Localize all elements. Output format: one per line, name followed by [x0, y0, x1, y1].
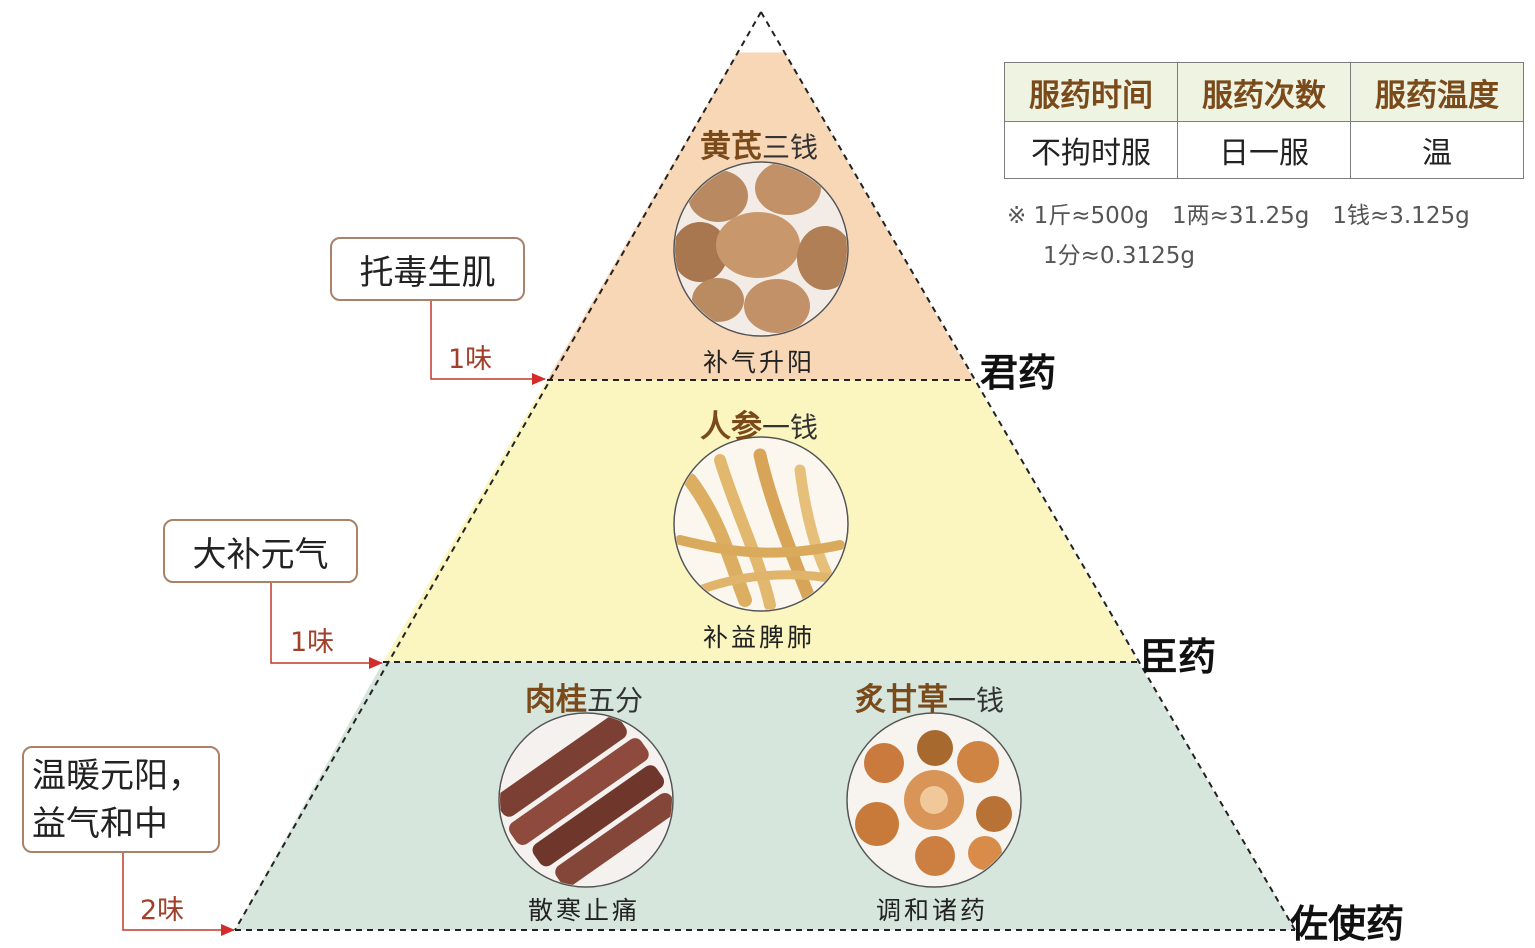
count-chen: 1味 [290, 627, 335, 658]
function-text-zuoshi-2: 益气和中 [32, 803, 168, 844]
herb-dose: 一钱 [948, 684, 1005, 717]
connector-zuoshi [122, 853, 235, 936]
connector-jun [430, 300, 546, 385]
herb-effect-rougui: 散寒止痛 [528, 896, 641, 925]
tier-band-zuoshi [235, 662, 1295, 930]
herb-title-rougui: 肉桂五分 [525, 674, 643, 719]
herb-title-renshen: 人参一钱 [700, 401, 818, 446]
table-cell: 温 [1350, 121, 1524, 179]
herb-title-zhigancao: 炙甘草一钱 [855, 674, 1004, 719]
function-text-zuoshi-1: 温暖元阳， [32, 755, 202, 796]
herb-effect-huangqi: 补气升阳 [703, 348, 816, 377]
count-jun: 1味 [448, 344, 493, 375]
table-cell: 日一服 [1177, 121, 1351, 179]
astragalus-slices-icon [673, 161, 849, 337]
function-box-chen: 大补元气 [163, 519, 358, 583]
table-header-cell: 服药温度 [1350, 62, 1524, 122]
herb-dose: 三钱 [762, 131, 819, 164]
count-zuoshi: 2味 [140, 895, 185, 926]
herb-effect-zhigancao: 调和诸药 [876, 896, 989, 925]
ginseng-roots-icon [673, 436, 849, 612]
function-box-zuoshi: 温暖元阳， 益气和中 [22, 746, 220, 853]
function-box-jun: 托毒生肌 [330, 237, 525, 301]
function-text-chen: 大补元气 [192, 534, 329, 575]
unit-note-line1: ※ 1斤≈500g 1两≈31.25g 1钱≈3.125g [1007, 203, 1470, 229]
herb-title-huangqi: 黄芪三钱 [700, 121, 818, 166]
tier-name-jun: 君药 [980, 350, 1057, 395]
licorice-slices-icon [846, 712, 1022, 888]
herb-name: 黄芪 [700, 129, 762, 165]
tier-name-zuoshi: 佐使药 [1290, 901, 1405, 946]
herb-name: 人参 [700, 409, 762, 445]
herb-effect-renshen: 补益脾肺 [703, 623, 816, 652]
herb-name: 肉桂 [525, 682, 587, 718]
herb-dose: 五分 [587, 684, 644, 717]
herb-dose: 一钱 [762, 411, 819, 444]
table-header-cell: 服药次数 [1177, 62, 1351, 122]
herb-name: 炙甘草 [855, 682, 948, 718]
table-header-cell: 服药时间 [1004, 62, 1178, 122]
table-row: 不拘时服 日一服 温 [1004, 121, 1524, 179]
tier-name-chen: 臣药 [1140, 634, 1217, 679]
pyramid-tip [731, 12, 791, 52]
dosage-info-table: 服药时间 服药次数 服药温度 不拘时服 日一服 温 [1004, 62, 1524, 179]
unit-note-line2: 1分≈0.3125g [1043, 243, 1195, 269]
connector-chen [270, 583, 383, 669]
table-cell: 不拘时服 [1004, 121, 1178, 179]
function-text-jun: 托毒生肌 [359, 252, 496, 293]
table-header-row: 服药时间 服药次数 服药温度 [1004, 62, 1524, 122]
cinnamon-bark-icon [498, 712, 674, 888]
pyramid-outline [234, 11, 1296, 931]
